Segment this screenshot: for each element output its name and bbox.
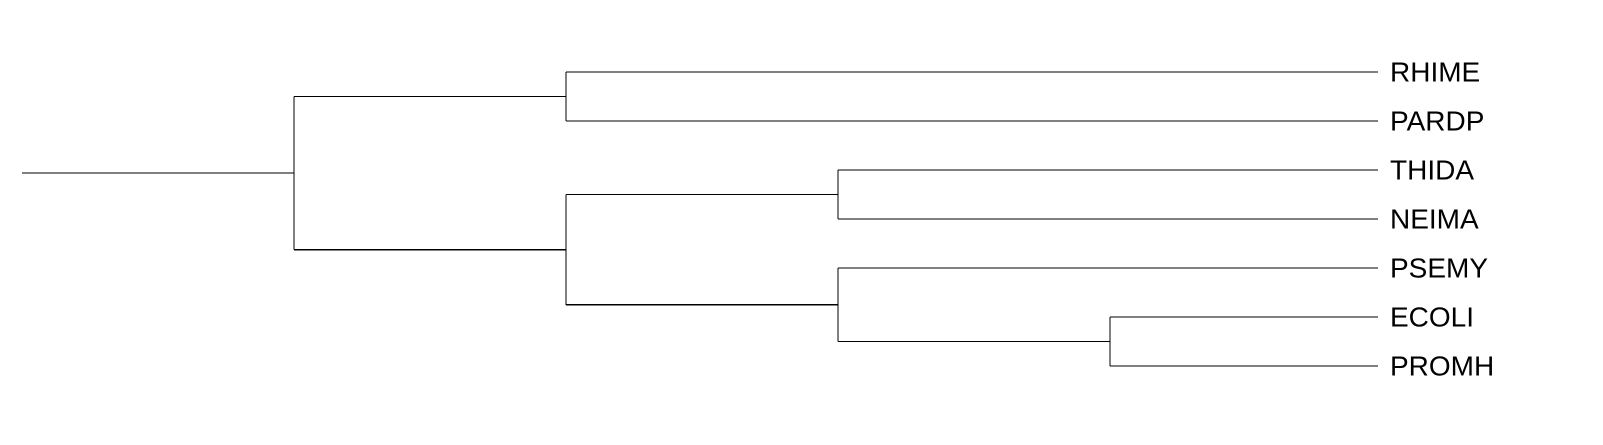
leaf-label-rhime: RHIME [1390,57,1480,88]
leaf-label-promh: PROMH [1390,351,1494,382]
leaf-label-thida: THIDA [1390,155,1474,186]
leaf-label-neima: NEIMA [1390,204,1479,235]
tree-branches [22,71,1378,367]
leaf-label-pardp: PARDP [1390,106,1484,137]
leaf-label-ecoli: ECOLI [1390,302,1474,333]
leaf-label-psemy: PSEMY [1390,253,1488,284]
leaf-labels: RHIME PARDP THIDA NEIMA PSEMY ECOLI PROM… [1390,57,1494,382]
